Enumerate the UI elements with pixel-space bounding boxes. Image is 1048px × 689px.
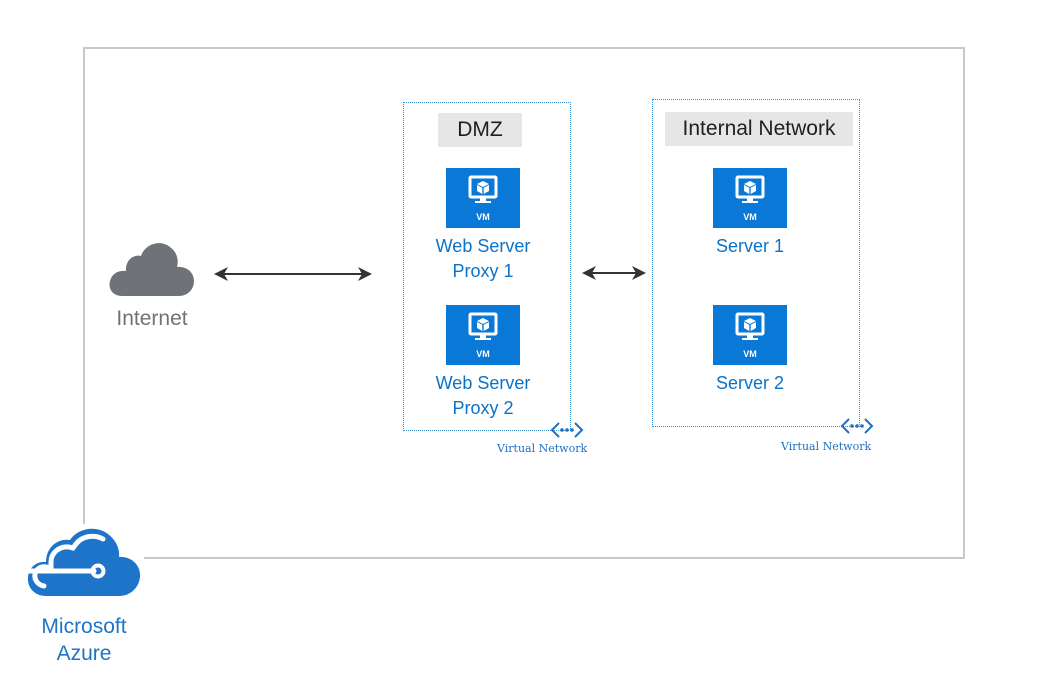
internal-vm-2: VM [713, 305, 787, 365]
vm-badge: VM [476, 349, 490, 359]
dmz-network-label: Virtual Network [497, 442, 588, 455]
brand-line-1: Microsoft [41, 615, 127, 638]
dmz-vm-2: VM [446, 305, 520, 365]
internal-vm-1: VM [713, 168, 787, 228]
vm-icon [735, 312, 765, 340]
dmz-node-2-line1: Web Server [435, 373, 531, 393]
vm-icon [468, 312, 498, 340]
dmz-node-1-line2: Proxy 1 [452, 261, 514, 281]
brand-line-2: Azure [56, 642, 112, 665]
cloud-icon [109, 243, 194, 296]
virtual-network-icon [550, 422, 584, 438]
azure-cloud-icon [25, 528, 141, 596]
azure-boundary [83, 47, 965, 559]
dmz-node-2-label: Web Server Proxy 2 [413, 371, 553, 421]
internal-node-2-label: Server 2 [715, 373, 785, 393]
vm-icon [468, 175, 498, 203]
internal-title: Internal Network [665, 112, 853, 146]
internet-label: Internet [116, 307, 188, 330]
vm-icon [735, 175, 765, 203]
dmz-title: DMZ [438, 113, 522, 147]
dmz-node-1-line1: Web Server [435, 236, 531, 256]
vm-badge: VM [476, 212, 490, 222]
dmz-node-1-label: Web Server Proxy 1 [413, 234, 553, 284]
azure-logo [24, 524, 144, 600]
internal-network-label: Virtual Network [781, 440, 872, 453]
internal-zone [652, 99, 860, 427]
dmz-node-2-line2: Proxy 2 [452, 398, 514, 418]
internet-dmz-arrow [214, 267, 372, 281]
dmz-vm-1: VM [446, 168, 520, 228]
virtual-network-icon [840, 418, 874, 434]
dmz-zone [403, 102, 571, 431]
internet-node [108, 240, 196, 300]
vm-badge: VM [743, 349, 757, 359]
dmz-internal-arrow [582, 266, 646, 280]
internal-node-1-label: Server 1 [715, 236, 785, 256]
vm-badge: VM [743, 212, 757, 222]
